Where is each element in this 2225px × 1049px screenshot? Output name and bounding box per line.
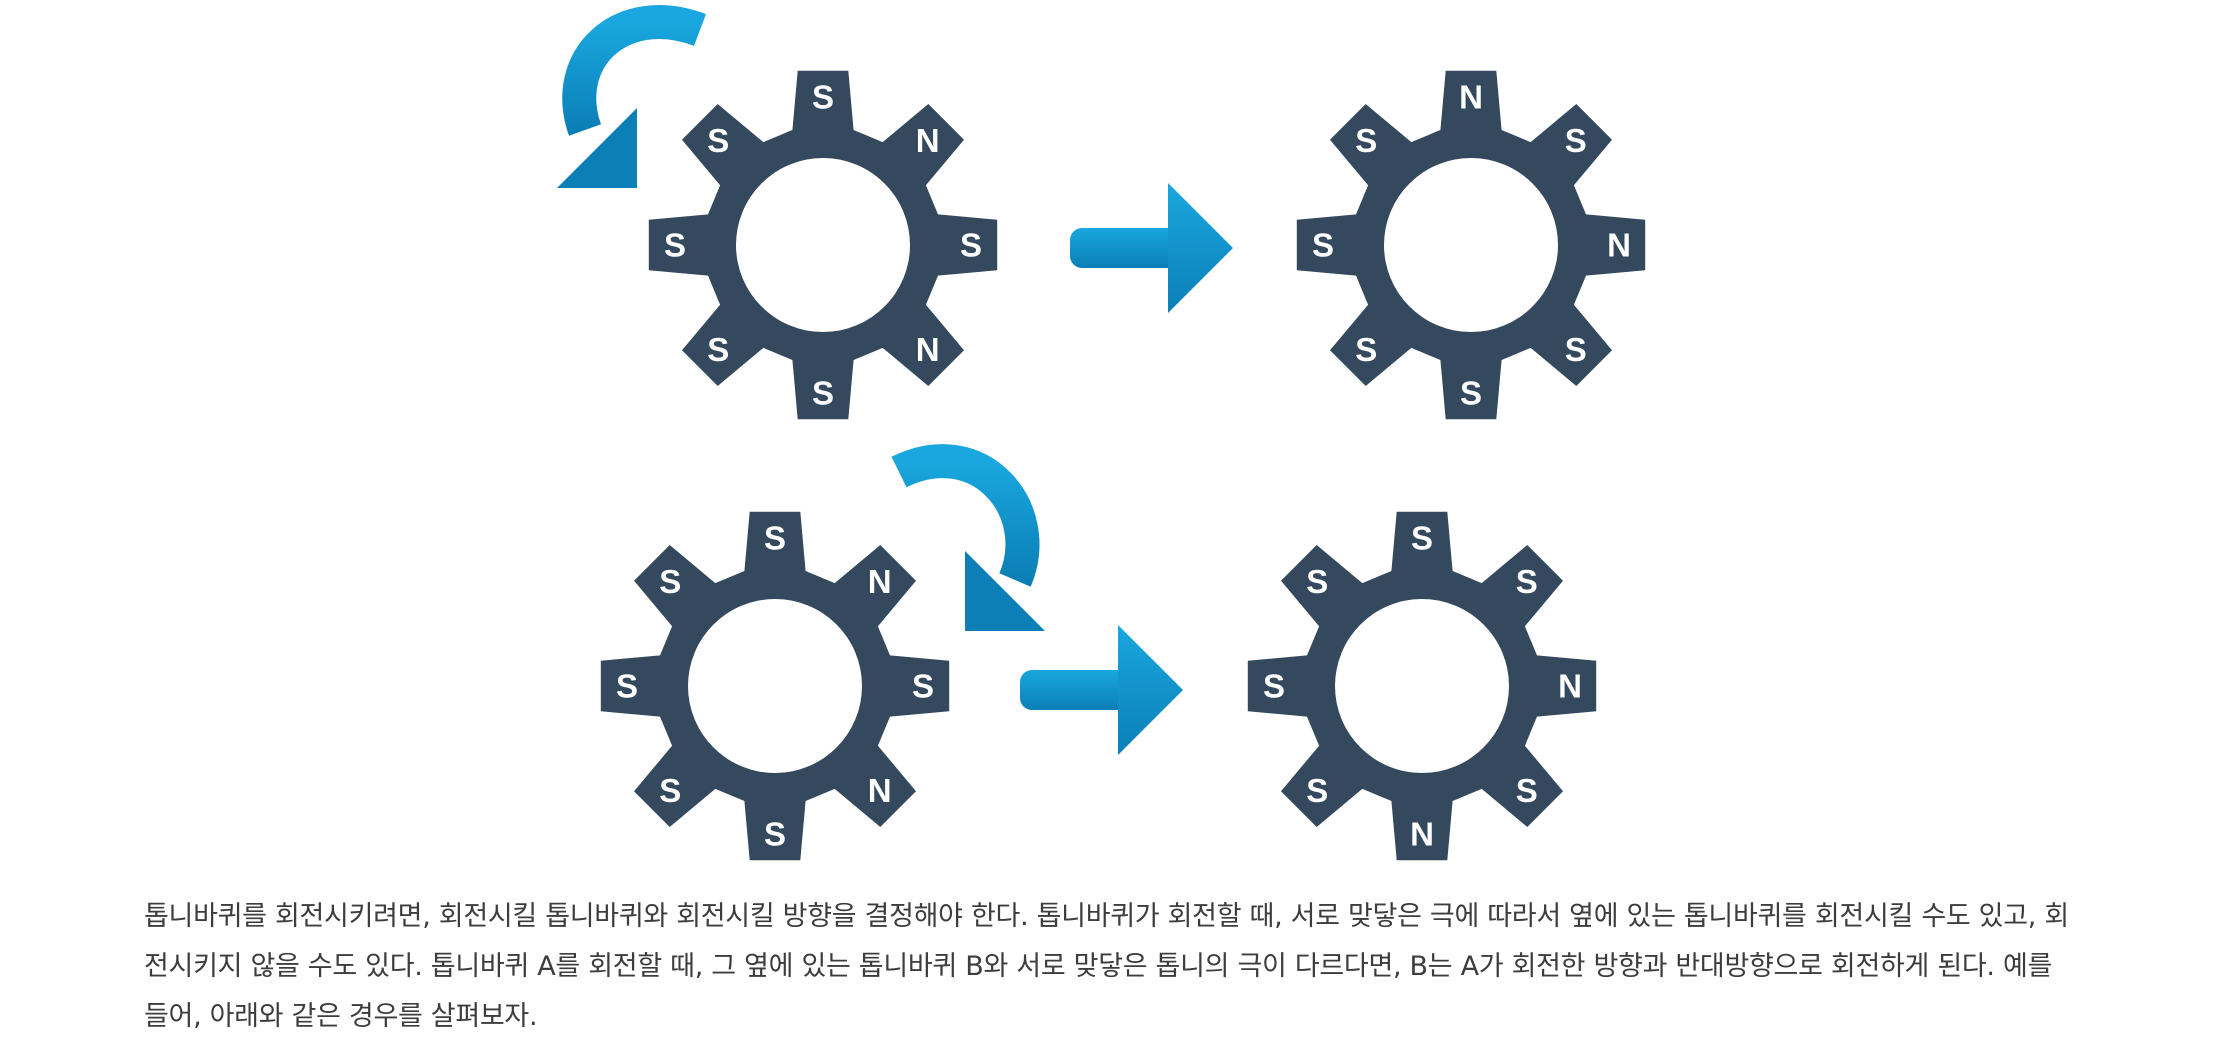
tooth-pole-label: S [812,375,834,412]
tooth-pole-label: S [1312,227,1334,264]
tooth-pole-label: N [868,772,892,809]
gear-body [648,70,998,420]
tooth-pole-label: N [1410,816,1434,853]
tooth-pole-label: S [912,668,934,705]
tooth-pole-label: S [707,122,729,159]
tooth-pole-label: S [1306,772,1328,809]
tooth-pole-label: S [1411,520,1433,557]
tooth-pole-label: S [616,668,638,705]
right-arrow-icon [1020,625,1183,755]
description-paragraph: 톱니바퀴를 회전시키려면, 회전시킬 톱니바퀴와 회전시킬 방향을 결정해야 한… [144,901,2069,1032]
gear-body [600,511,950,861]
tooth-pole-label: S [764,520,786,557]
tooth-pole-label: S [1516,563,1538,600]
tooth-pole-label: S [1355,122,1377,159]
tooth-pole-label: S [659,563,681,600]
gear-top-right: N S N S S S S S [1296,70,1646,420]
tooth-pole-label: S [1306,563,1328,600]
tooth-pole-label: N [916,331,940,368]
tooth-pole-label: S [1460,375,1482,412]
gear-bottom-right: S S N S N S S S [1247,511,1597,861]
right-arrow-icon [1070,183,1233,313]
gear-top-left: S N S N S S S S [648,70,998,420]
tooth-pole-label: S [1263,668,1285,705]
tooth-pole-label: S [659,772,681,809]
tooth-pole-label: S [1565,331,1587,368]
tooth-pole-label: N [868,563,892,600]
tooth-pole-label: N [916,122,940,159]
tooth-pole-label: N [1459,79,1483,116]
gear-rotation-diagram: S N S N S S S S N S N S S S S S S N S N S S S S S S N S N S S S [557,5,1646,861]
tooth-pole-label: S [764,816,786,853]
tooth-pole-label: S [664,227,686,264]
clockwise-rotation-icon [891,444,1045,631]
tooth-pole-label: S [707,331,729,368]
tooth-pole-label: S [812,79,834,116]
tooth-pole-label: N [1607,227,1631,264]
tooth-pole-label: S [1565,122,1587,159]
tooth-pole-label: S [1355,331,1377,368]
gear-bottom-left: S N S N S S S S [600,511,950,861]
tooth-pole-label: S [960,227,982,264]
tooth-pole-label: S [1516,772,1538,809]
tooth-pole-label: N [1558,668,1582,705]
gear-body [1247,511,1597,861]
counterclockwise-rotation-icon [557,5,706,188]
gear-body [1296,70,1646,420]
